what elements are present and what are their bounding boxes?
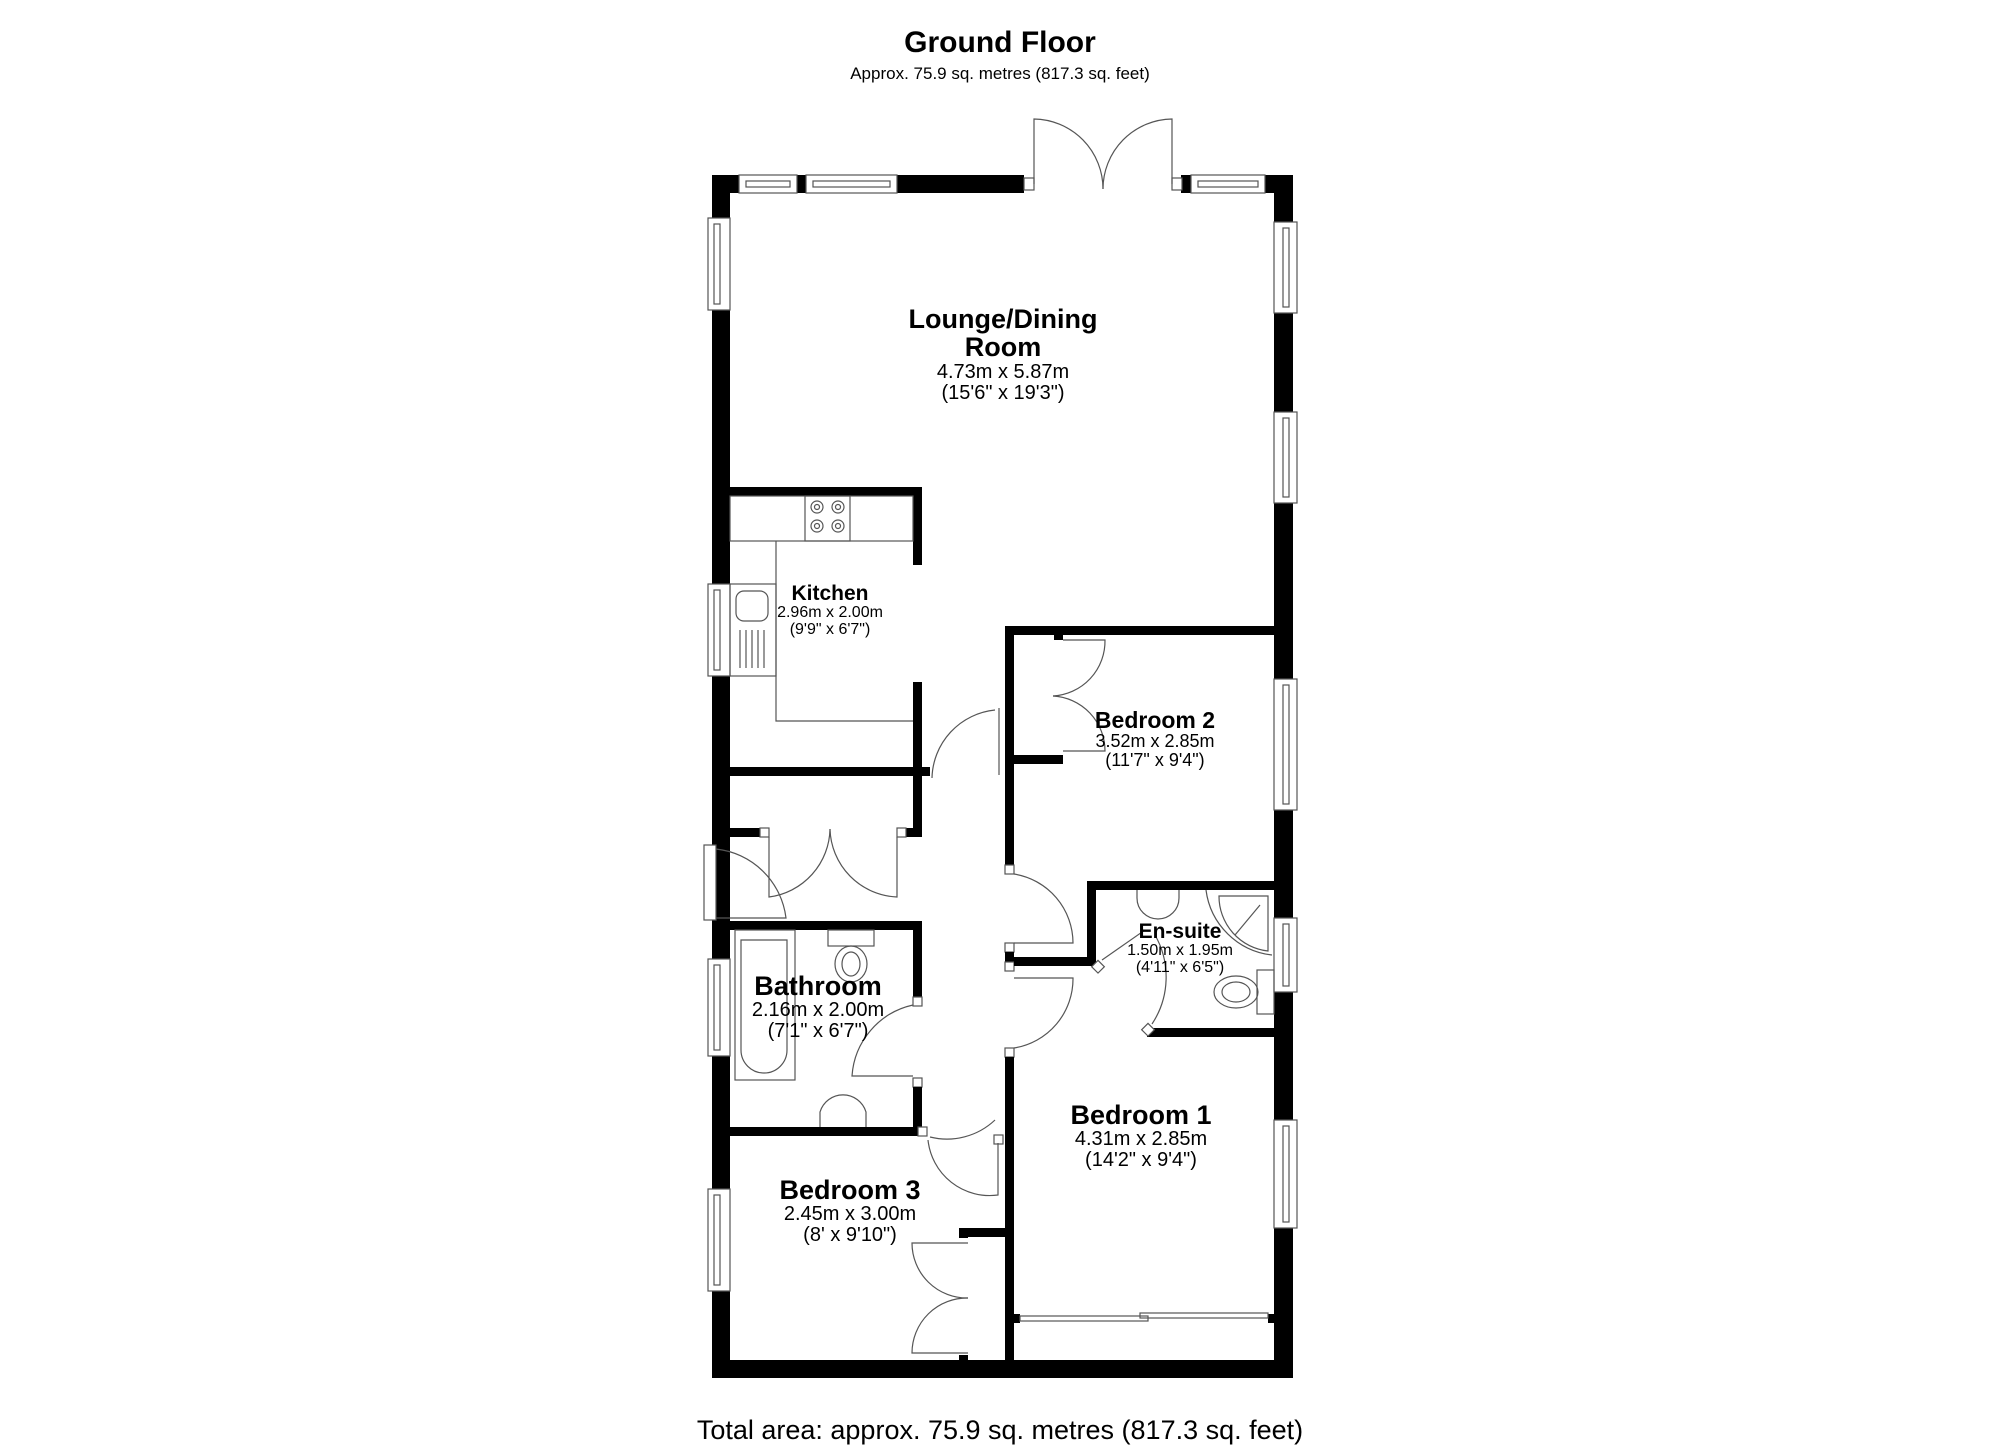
ensuite-toilet-icon [1213, 969, 1275, 1015]
bathroom-walls [730, 921, 928, 1137]
basin-icon [819, 1094, 867, 1127]
window-icon [738, 174, 1266, 194]
ensuite-basin-icon [1136, 890, 1180, 920]
kitchen-walls [730, 487, 930, 776]
room-label-bedroom2: Bedroom 2 3.52m x 2.85m (11'7" x 9'4") [1094, 707, 1216, 771]
cupboard-walls [730, 776, 922, 898]
room-label-kitchen: Kitchen 2.96m x 2.00m (9'9" x 6'7") [777, 582, 883, 638]
entrance-door-icon [703, 844, 787, 921]
toilet-icon [827, 929, 875, 983]
total-area-footer: Total area: approx. 75.9 sq. metres (817… [696, 1415, 1304, 1445]
shower-icon [1205, 889, 1273, 956]
french-doors-icon [1023, 118, 1183, 191]
room-label-lounge: Lounge/Dining Room 4.73m x 5.87m (15'6" … [908, 304, 1098, 404]
floor-title: Ground Floor [904, 26, 1096, 59]
bedroom1-wardrobe [1014, 1312, 1274, 1323]
floor-area-subtitle: Approx. 75.9 sq. metres (817.3 sq. feet) [850, 64, 1150, 83]
ensuite-walls [1014, 881, 1274, 1037]
bedroom3-wardrobe [911, 1228, 1013, 1361]
window-icon [707, 217, 731, 1292]
room-label-bedroom1: Bedroom 1 4.31m x 2.85m (14'2" x 9'4") [1070, 1100, 1212, 1172]
bath-icon [734, 929, 796, 1081]
bedroom2-walls [1005, 626, 1274, 764]
room-label-bedroom3: Bedroom 3 2.45m x 3.00m (8' x 9'10") [779, 1175, 921, 1247]
kitchen-units-icon [729, 495, 914, 722]
window-icon [1273, 221, 1298, 1229]
room-label-ensuite: En-suite 1.50m x 1.95m (4'11" x 6'5") [1127, 920, 1233, 976]
central-walls [927, 626, 1074, 1378]
room-label-bathroom: Bathroom 2.16m x 2.00m (7'1" x 6'7") [751, 971, 885, 1043]
